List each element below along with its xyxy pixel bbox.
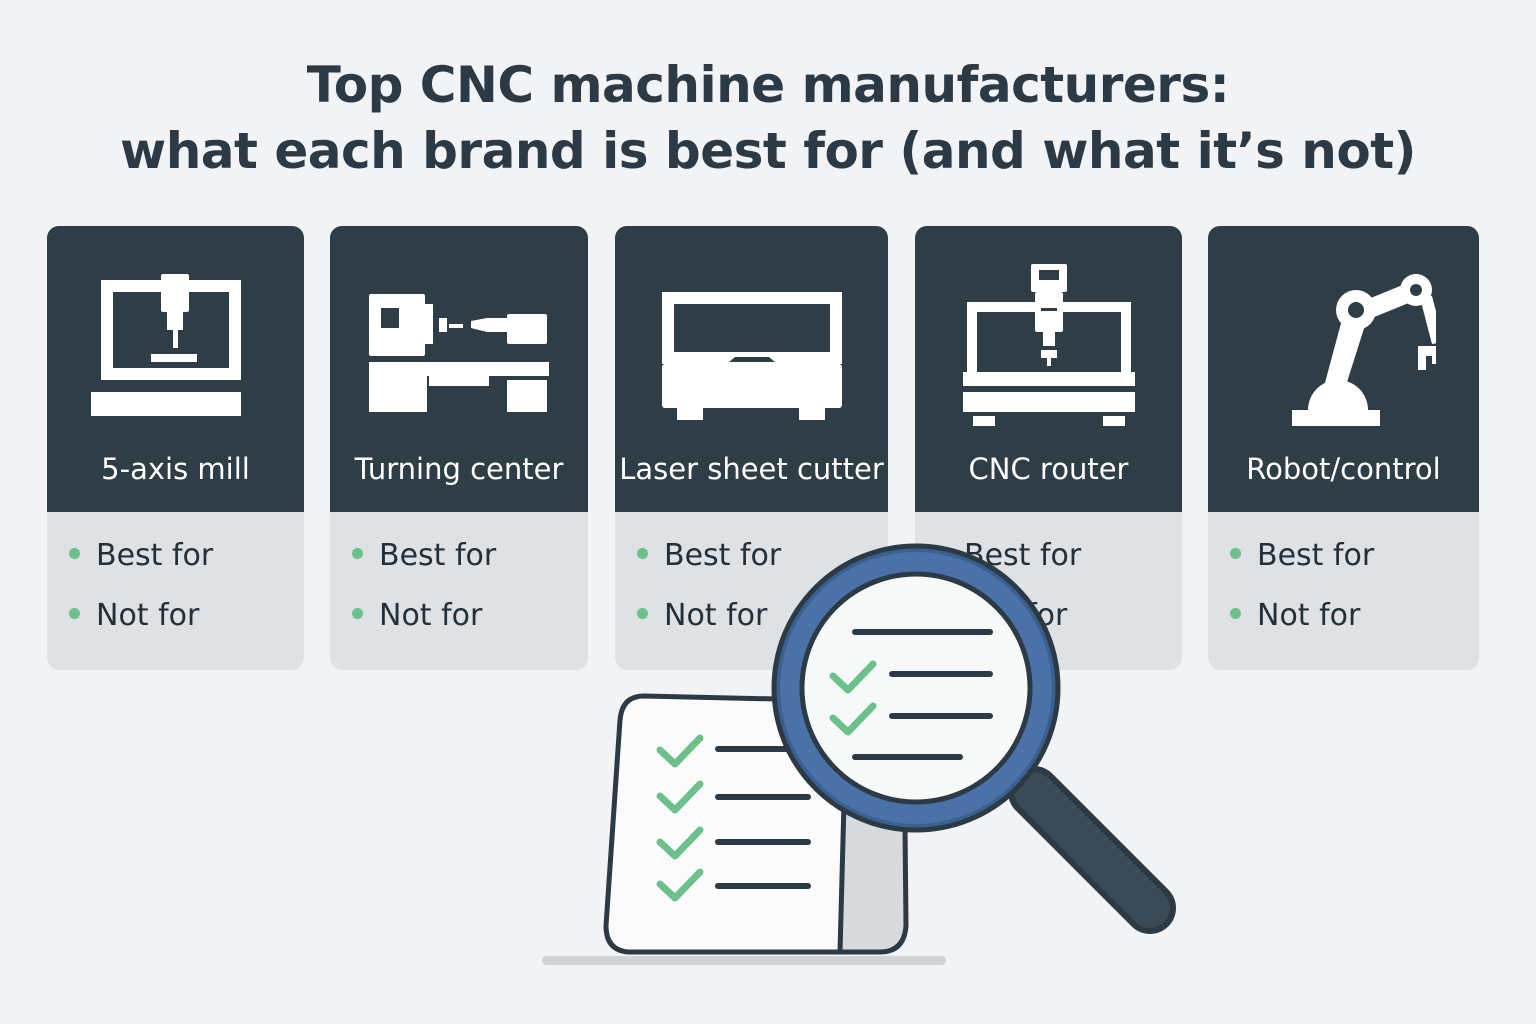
laser-cutter-icon — [661, 292, 842, 420]
best-for-item: Best for — [637, 538, 781, 574]
not-for-item: Not for — [1230, 598, 1360, 634]
card-header: CNC router — [915, 226, 1182, 512]
bullet-dot — [1230, 608, 1241, 619]
card-laser-sheet-cutter: Laser sheet cutter Best for Not for — [615, 226, 888, 670]
bullet-dot — [637, 548, 648, 559]
not-for-item: Not for — [637, 598, 767, 634]
card-label: Laser sheet cutter — [619, 452, 884, 486]
magnifying-glass-icon — [771, 543, 1176, 934]
card-5-axis-mill: 5-axis mill Best for Not for — [47, 226, 304, 670]
not-for-label: Not for — [1257, 598, 1361, 633]
5-axis-mill-icon — [90, 274, 241, 416]
card-label: CNC router — [968, 452, 1129, 486]
not-for-item: Not for — [352, 598, 482, 634]
cnc-router-icon — [962, 264, 1135, 426]
not-for-label: Not for — [664, 598, 768, 633]
card-label: Turning center — [354, 452, 564, 486]
best-for-label: Best for — [1257, 538, 1375, 573]
card-label: 5-axis mill — [101, 452, 250, 486]
title-line-2: what each brand is best for (and what it… — [120, 122, 1416, 180]
title-line-1: Top CNC machine manufacturers: — [306, 56, 1230, 114]
best-for-item: Best for — [352, 538, 496, 574]
best-for-label: Best for — [379, 538, 497, 573]
card-header: 5-axis mill — [47, 226, 304, 512]
bullet-dot — [69, 548, 80, 559]
best-for-label: Best for — [664, 538, 782, 573]
card-header: Robot/control — [1208, 226, 1479, 512]
bullet-dot — [1230, 548, 1241, 559]
best-for-item: Best for — [69, 538, 213, 574]
card-label: Robot/control — [1246, 452, 1441, 486]
robot-arm-icon — [1291, 274, 1436, 426]
ground-shadow — [542, 956, 946, 965]
card-turning-center: Turning center Best for Not for — [330, 226, 588, 670]
card-header: Laser sheet cutter — [615, 226, 888, 512]
not-for-label: Not for — [96, 598, 200, 633]
page-title: Top CNC machine manufacturers: what each… — [0, 52, 1536, 184]
not-for-item: Not for — [69, 598, 199, 634]
bullet-dot — [352, 608, 363, 619]
not-for-label: Not for — [379, 598, 483, 633]
best-for-label: Best for — [96, 538, 214, 573]
bullet-dot — [352, 548, 363, 559]
bullet-dot — [637, 608, 648, 619]
bullet-dot — [69, 608, 80, 619]
card-header: Turning center — [330, 226, 588, 512]
lathe-icon — [369, 294, 549, 412]
card-robot-control: Robot/control Best for Not for — [1208, 226, 1479, 670]
best-for-item: Best for — [1230, 538, 1374, 574]
